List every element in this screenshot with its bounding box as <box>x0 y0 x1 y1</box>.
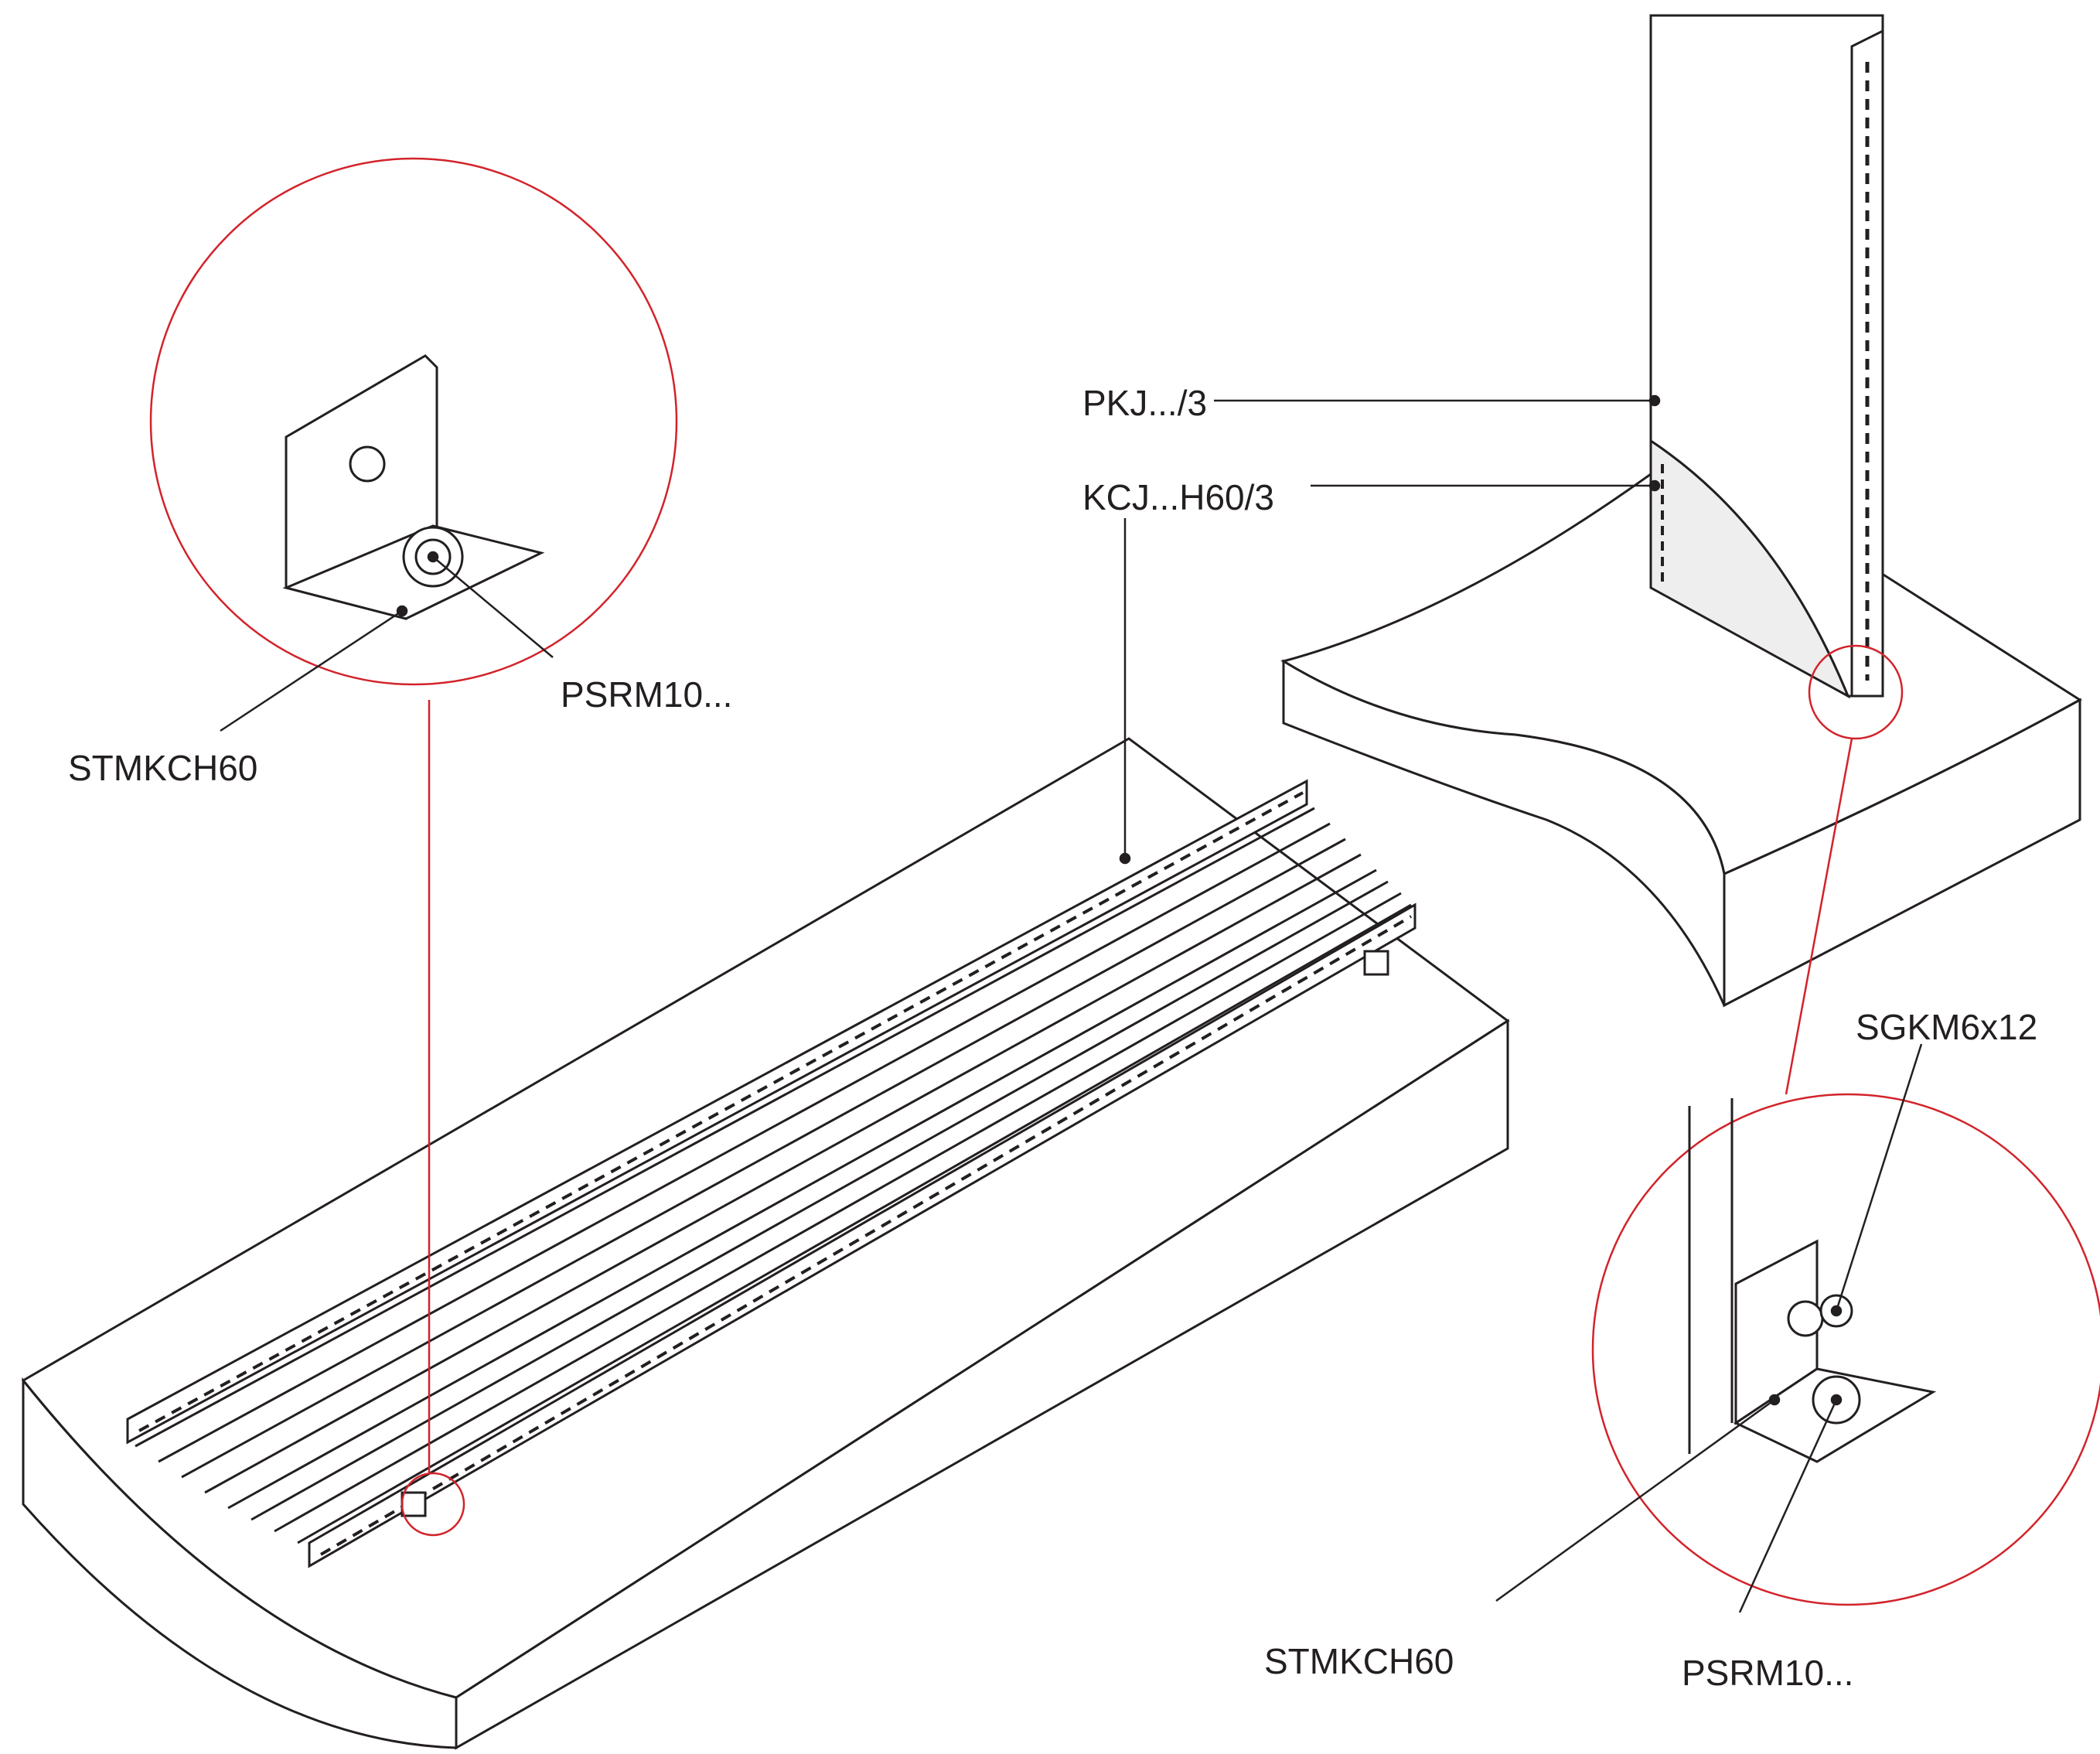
leader-lines <box>220 394 1923 1613</box>
right-slab <box>1280 447 2082 1008</box>
right-detail-bracket <box>1688 1098 1937 1463</box>
label-psrm10-left: PSRM10... <box>561 674 733 715</box>
cable-tray <box>126 779 1416 1568</box>
label-stmkch60-right: STMKCH60 <box>1264 1641 1454 1681</box>
vertical-tray <box>1649 14 1884 699</box>
label-kcj-tray: KCJ...H60/3 <box>1082 477 1274 517</box>
label-sgkm6x12: SGKM6x12 <box>1856 1007 2038 1047</box>
label-psrm10-right: PSRM10... <box>1682 1653 1854 1693</box>
left-detail-bracket <box>282 354 545 620</box>
label-stmkch60-left: STMKCH60 <box>68 748 258 788</box>
detail-callouts <box>149 157 2100 1606</box>
tray-bracket-markers <box>401 950 1389 1517</box>
label-pkj-cover: PKJ.../3 <box>1082 383 1208 423</box>
left-slab <box>21 737 1510 1750</box>
